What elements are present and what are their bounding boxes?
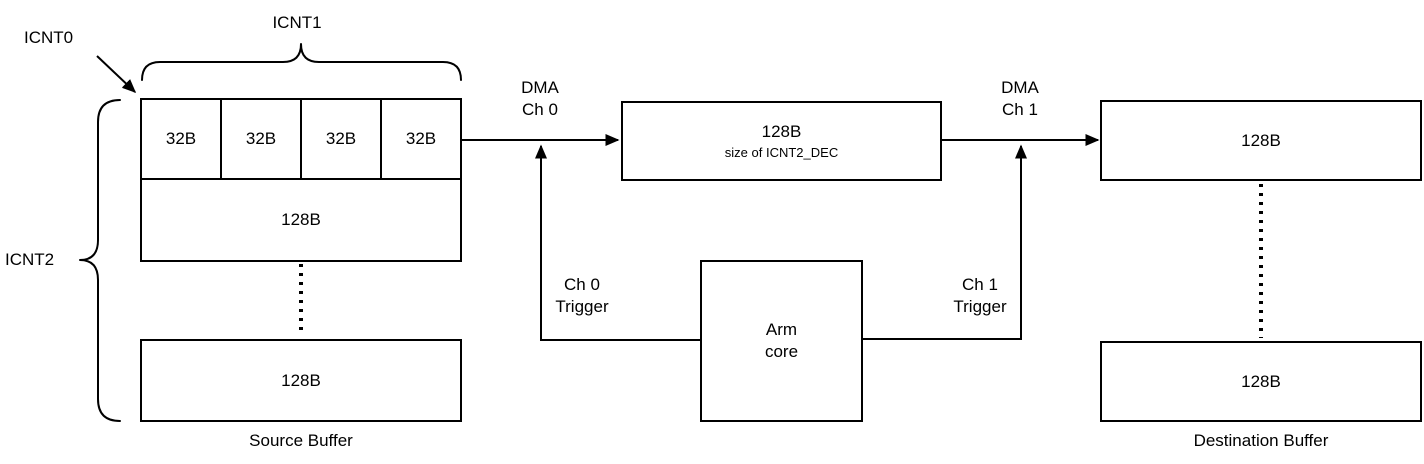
- arm-core-label-line1: Arm: [765, 320, 798, 339]
- source-buffer-caption: Source Buffer: [249, 431, 353, 450]
- dma-ch1-label: DMA Ch 1: [970, 77, 1070, 121]
- icnt1-label: ICNT1: [272, 13, 322, 32]
- source-buffer-cell: 32B: [380, 100, 460, 178]
- dma-ch1-label-line2: Ch 1: [1002, 100, 1038, 119]
- source-buffer-cell: 32B: [165, 129, 197, 148]
- source-buffer-cells-row: 32B 32B 32B 32B: [140, 98, 462, 180]
- ch0-trigger-label-line2: Trigger: [555, 297, 609, 316]
- icnt0-label: ICNT0: [24, 28, 74, 47]
- destination-buffer-last-row: 128B: [1100, 341, 1422, 422]
- destination-buffer-caption: Destination Buffer: [1193, 431, 1329, 450]
- icnt1-brace: [141, 43, 462, 81]
- ch1-trigger-arrow: [863, 144, 1027, 340]
- dma-ch1-label-line1: DMA: [1001, 78, 1039, 97]
- icnt0-pointer-arrow: [96, 55, 137, 94]
- source-buffer-row-128b: 128B: [140, 178, 462, 262]
- ch1-trigger-label-line2: Trigger: [953, 297, 1007, 316]
- source-buffer-cell: 32B: [300, 100, 380, 178]
- transfer-block-note: size of ICNT2_DEC: [724, 145, 839, 160]
- icnt2-brace: [79, 99, 121, 422]
- dma-ch0-label-line2: Ch 0: [522, 100, 558, 119]
- transfer-block-size: 128B: [761, 122, 802, 141]
- dma-ch0-label: DMA Ch 0: [490, 77, 590, 121]
- arm-core-block: Arm core: [700, 260, 863, 422]
- destination-buffer-first-row: 128B: [1100, 100, 1422, 181]
- arm-core-label-line2: core: [764, 342, 799, 361]
- ch0-trigger-label-line1: Ch 0: [564, 275, 600, 294]
- ch1-trigger-label-line1: Ch 1: [962, 275, 998, 294]
- transfer-block: 128B size of ICNT2_DEC: [621, 101, 942, 181]
- ch0-trigger-label: Ch 0 Trigger: [522, 274, 642, 318]
- source-buffer-cell: 32B: [220, 100, 300, 178]
- ch0-trigger-arrow: [535, 144, 700, 341]
- dma-ch0-label-line1: DMA: [521, 78, 559, 97]
- source-buffer-last-row: 128B: [140, 339, 462, 422]
- ch1-trigger-label: Ch 1 Trigger: [920, 274, 1040, 318]
- icnt2-label: ICNT2: [5, 250, 55, 269]
